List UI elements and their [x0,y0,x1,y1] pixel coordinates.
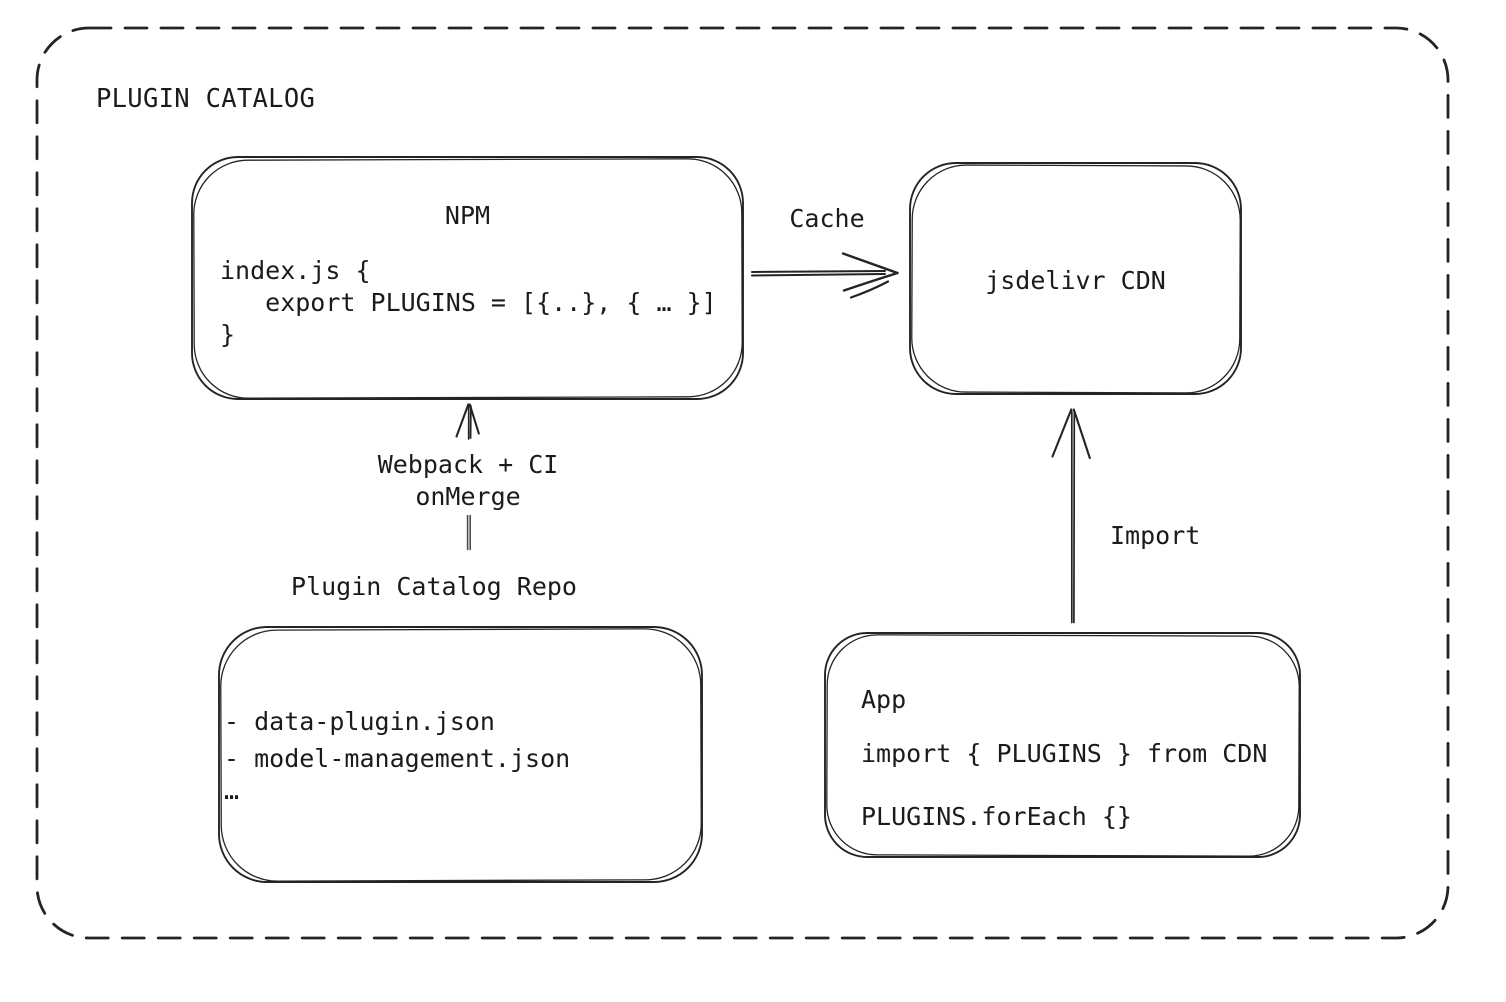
cache-arrow-label: Cache [789,204,865,233]
build-arrow-tail [466,514,471,551]
npm-code-line: } [220,320,236,349]
build-arrow-label-line1: Webpack + CI [377,450,559,479]
repo-file-item: - model-management.json [224,744,571,773]
npm-code-line: index.js { [220,256,371,285]
repo-file-item: - data-plugin.json [224,707,495,736]
repo-node-box [218,626,703,883]
app-code-line: import { PLUGINS } from CDN [861,739,1268,768]
import-arrow [1051,408,1091,624]
app-node-box [824,632,1301,858]
cdn-node-box [909,162,1242,395]
catalog-boundary-box [35,26,1450,940]
repo-file-item: … [224,776,240,805]
build-arrow-label-line2: onMerge [415,482,521,511]
cdn-node-label: jsdelivr CDN [985,266,1166,295]
diagram-title: PLUGIN CATALOG [96,84,316,114]
build-arrow [455,403,480,440]
cache-arrow [751,252,899,299]
import-arrow-label: Import [1110,521,1201,550]
npm-node-box [191,156,744,400]
npm-code-line: export PLUGINS = [{..}, { … }] [220,288,717,317]
app-code-line: PLUGINS.forEach {} [861,802,1132,831]
app-node-title: App [861,685,907,714]
repo-node-title: Plugin Catalog Repo [291,572,577,601]
npm-node-title: NPM [444,201,491,230]
